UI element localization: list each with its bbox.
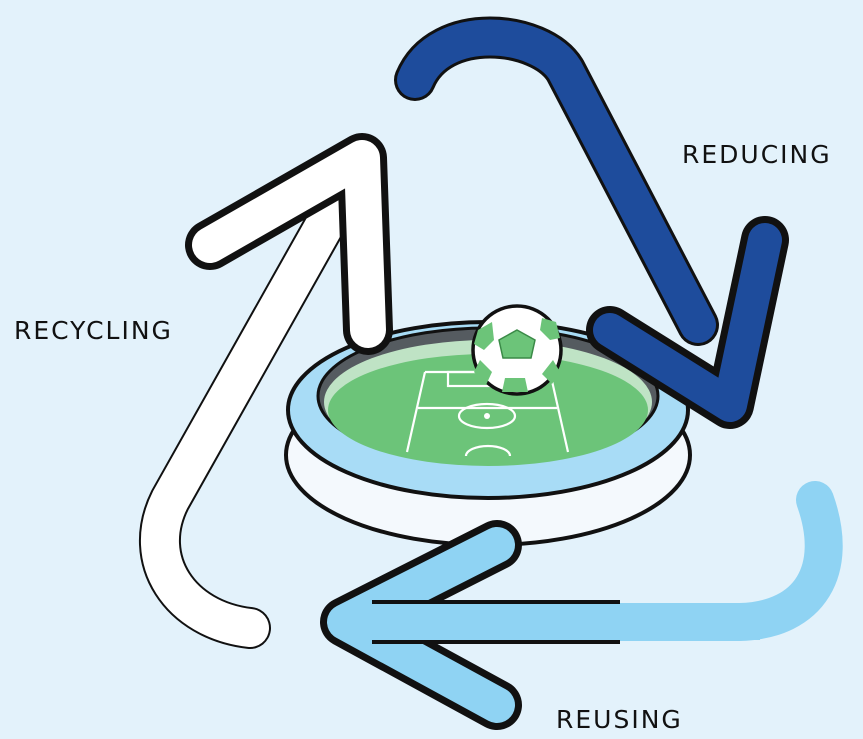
recycling-arrow (139, 133, 393, 649)
label-reusing: REUSING (556, 705, 683, 734)
soccer-ball-icon (471, 304, 563, 396)
reusing-arrow (320, 481, 843, 730)
label-reducing: REDUCING (682, 140, 832, 169)
reducing-arrow (394, 16, 789, 429)
label-recycling: RECYCLING (14, 316, 173, 345)
stadium-icon (284, 320, 692, 547)
